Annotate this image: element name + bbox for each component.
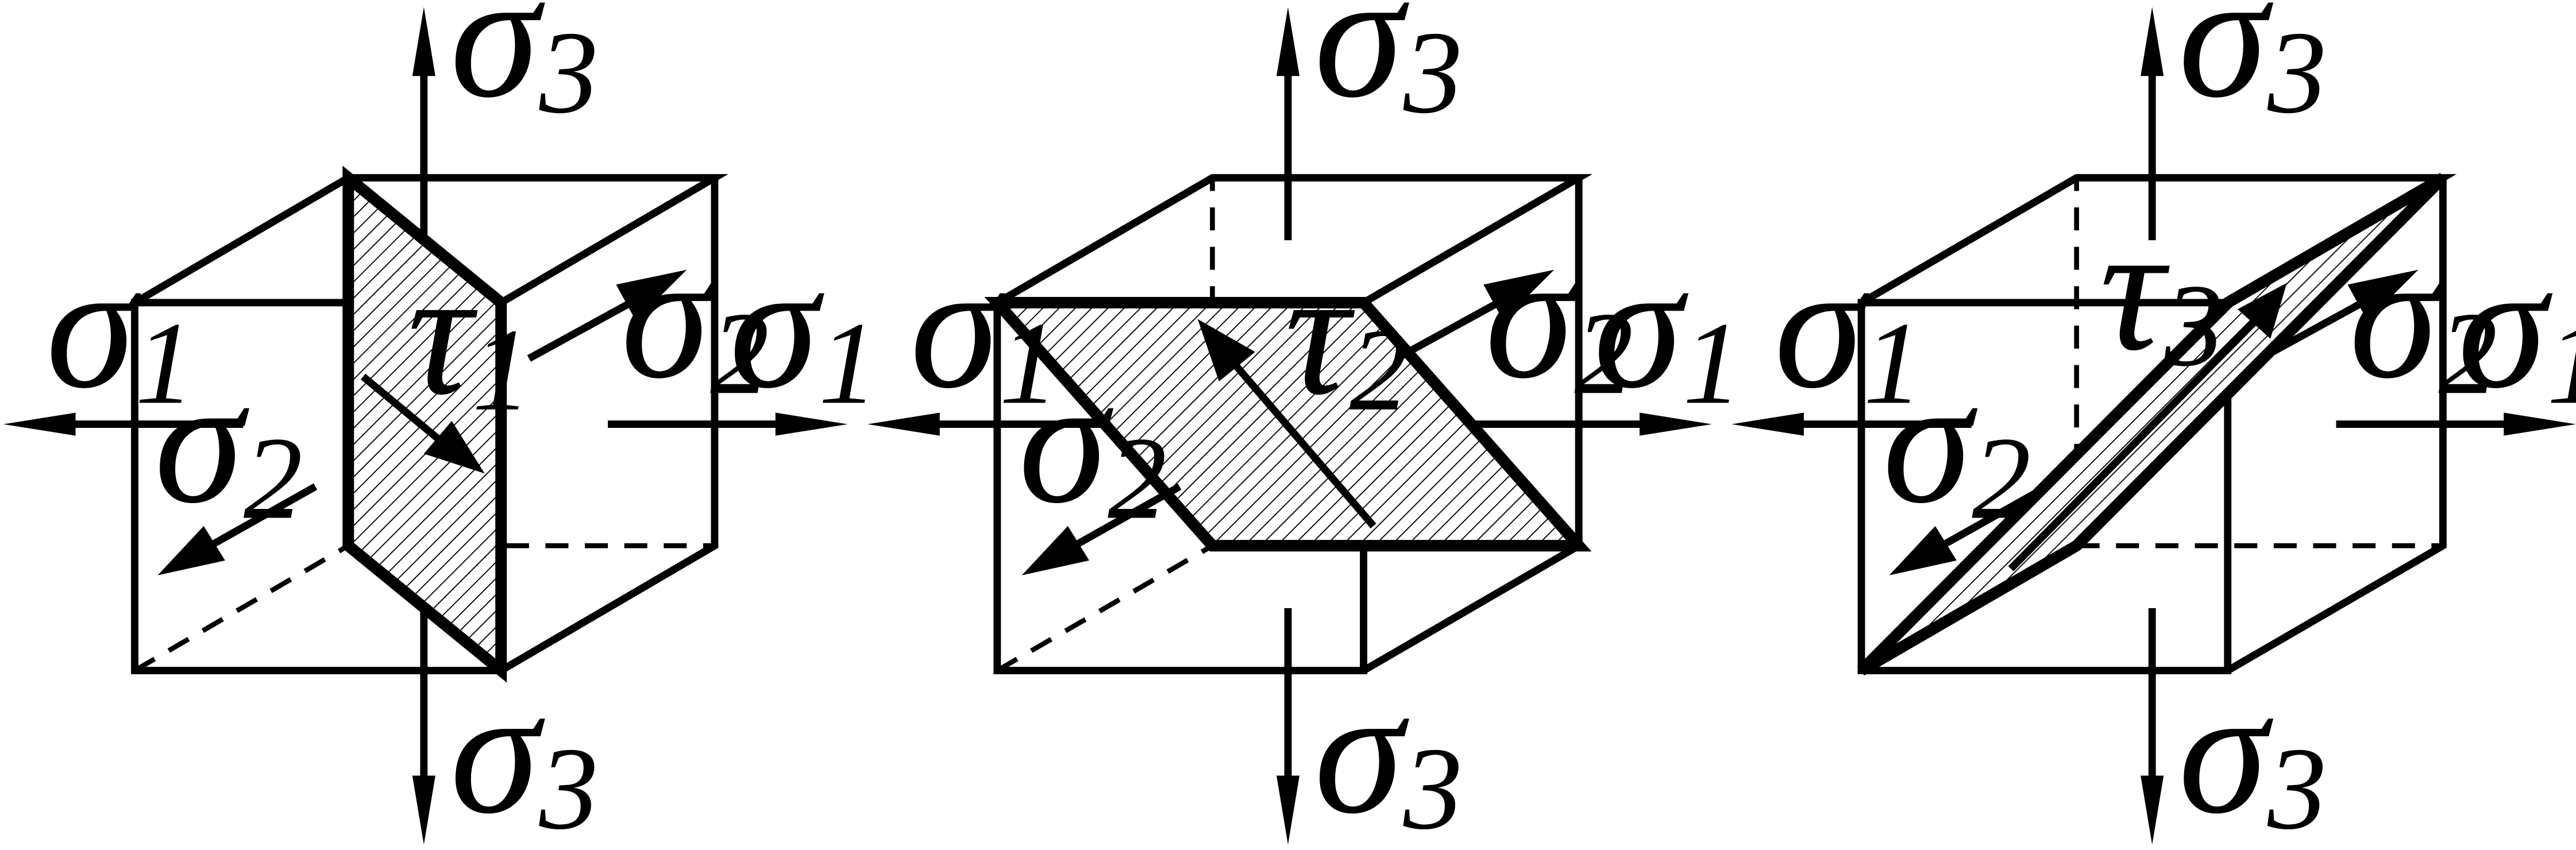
sigma1-right-arrow-3 xyxy=(2336,412,2576,436)
sigma2-front-label-3: σ2 xyxy=(1883,341,2031,544)
panel-2: σ1 σ1 σ2 σ2 σ3 σ3 τ2 xyxy=(867,0,1742,850)
sigma2-front-arrow-3 xyxy=(1889,483,2049,575)
sigma2-back-label-1: σ2 xyxy=(621,217,769,419)
sigma1-right-label-1: σ1 xyxy=(730,226,878,429)
sigma2-back-arrow-2 xyxy=(1394,269,1555,362)
sigma1-right-arrow-2 xyxy=(1472,412,1712,436)
sigma1-left-label-3: σ1 xyxy=(1774,226,1922,429)
sigma3-top-label-3: σ3 xyxy=(2178,0,2327,138)
sigma1-right-label-3: σ1 xyxy=(2458,226,2576,429)
sigma2-back-label-2: σ2 xyxy=(1485,217,1633,419)
sigma1-left-arrow-2 xyxy=(867,412,1108,436)
sigma2-back-arrow-1 xyxy=(527,269,687,362)
sigma2-back-label-3: σ2 xyxy=(2349,217,2497,419)
sigma1-left-label-1: σ1 xyxy=(46,226,194,429)
sigma3-top-arrow-3 xyxy=(2141,7,2164,241)
sigma2-front-label-2: σ2 xyxy=(1019,341,1167,544)
sigma3-bottom-label-2: σ3 xyxy=(1314,651,1463,850)
sigma2-front-label-1: σ2 xyxy=(155,341,303,544)
sigma3-top-arrow-1 xyxy=(412,7,435,241)
panel-1: σ1 σ1 σ2 σ2 σ3 σ3 τ1 xyxy=(3,0,878,850)
sigma3-bottom-arrow-3 xyxy=(2141,608,2164,845)
sigma1-left-arrow-1 xyxy=(3,412,244,436)
sigma2-back-arrow-3 xyxy=(2258,269,2419,362)
panel-3: σ1 σ1 σ2 σ2 σ3 σ3 τ3 xyxy=(1732,0,2576,850)
sigma3-top-label-2: σ3 xyxy=(1314,0,1463,138)
sigma3-bottom-label-1: σ3 xyxy=(450,651,599,850)
sigma3-bottom-label-3: σ3 xyxy=(2178,651,2327,850)
sigma1-left-label-2: σ1 xyxy=(910,226,1058,429)
sigma3-top-label-1: σ3 xyxy=(450,0,599,138)
sigma2-front-arrow-1 xyxy=(157,483,318,575)
sigma3-top-arrow-2 xyxy=(1276,7,1300,241)
sigma1-right-arrow-1 xyxy=(608,412,848,436)
sigma1-right-label-2: σ1 xyxy=(1594,226,1742,429)
tau-arrow-2 xyxy=(1197,319,1376,529)
tau-label-1: τ1 xyxy=(407,233,531,435)
tau-label-3: τ3 xyxy=(2100,188,2224,391)
sigma1-left-arrow-3 xyxy=(1732,412,1972,436)
sigma2-front-arrow-2 xyxy=(1021,483,1182,575)
tau-arrow-1 xyxy=(360,373,485,474)
tau-label-2: τ2 xyxy=(1285,233,1409,435)
sigma3-bottom-arrow-1 xyxy=(412,608,435,845)
sigma3-bottom-arrow-2 xyxy=(1276,608,1300,845)
